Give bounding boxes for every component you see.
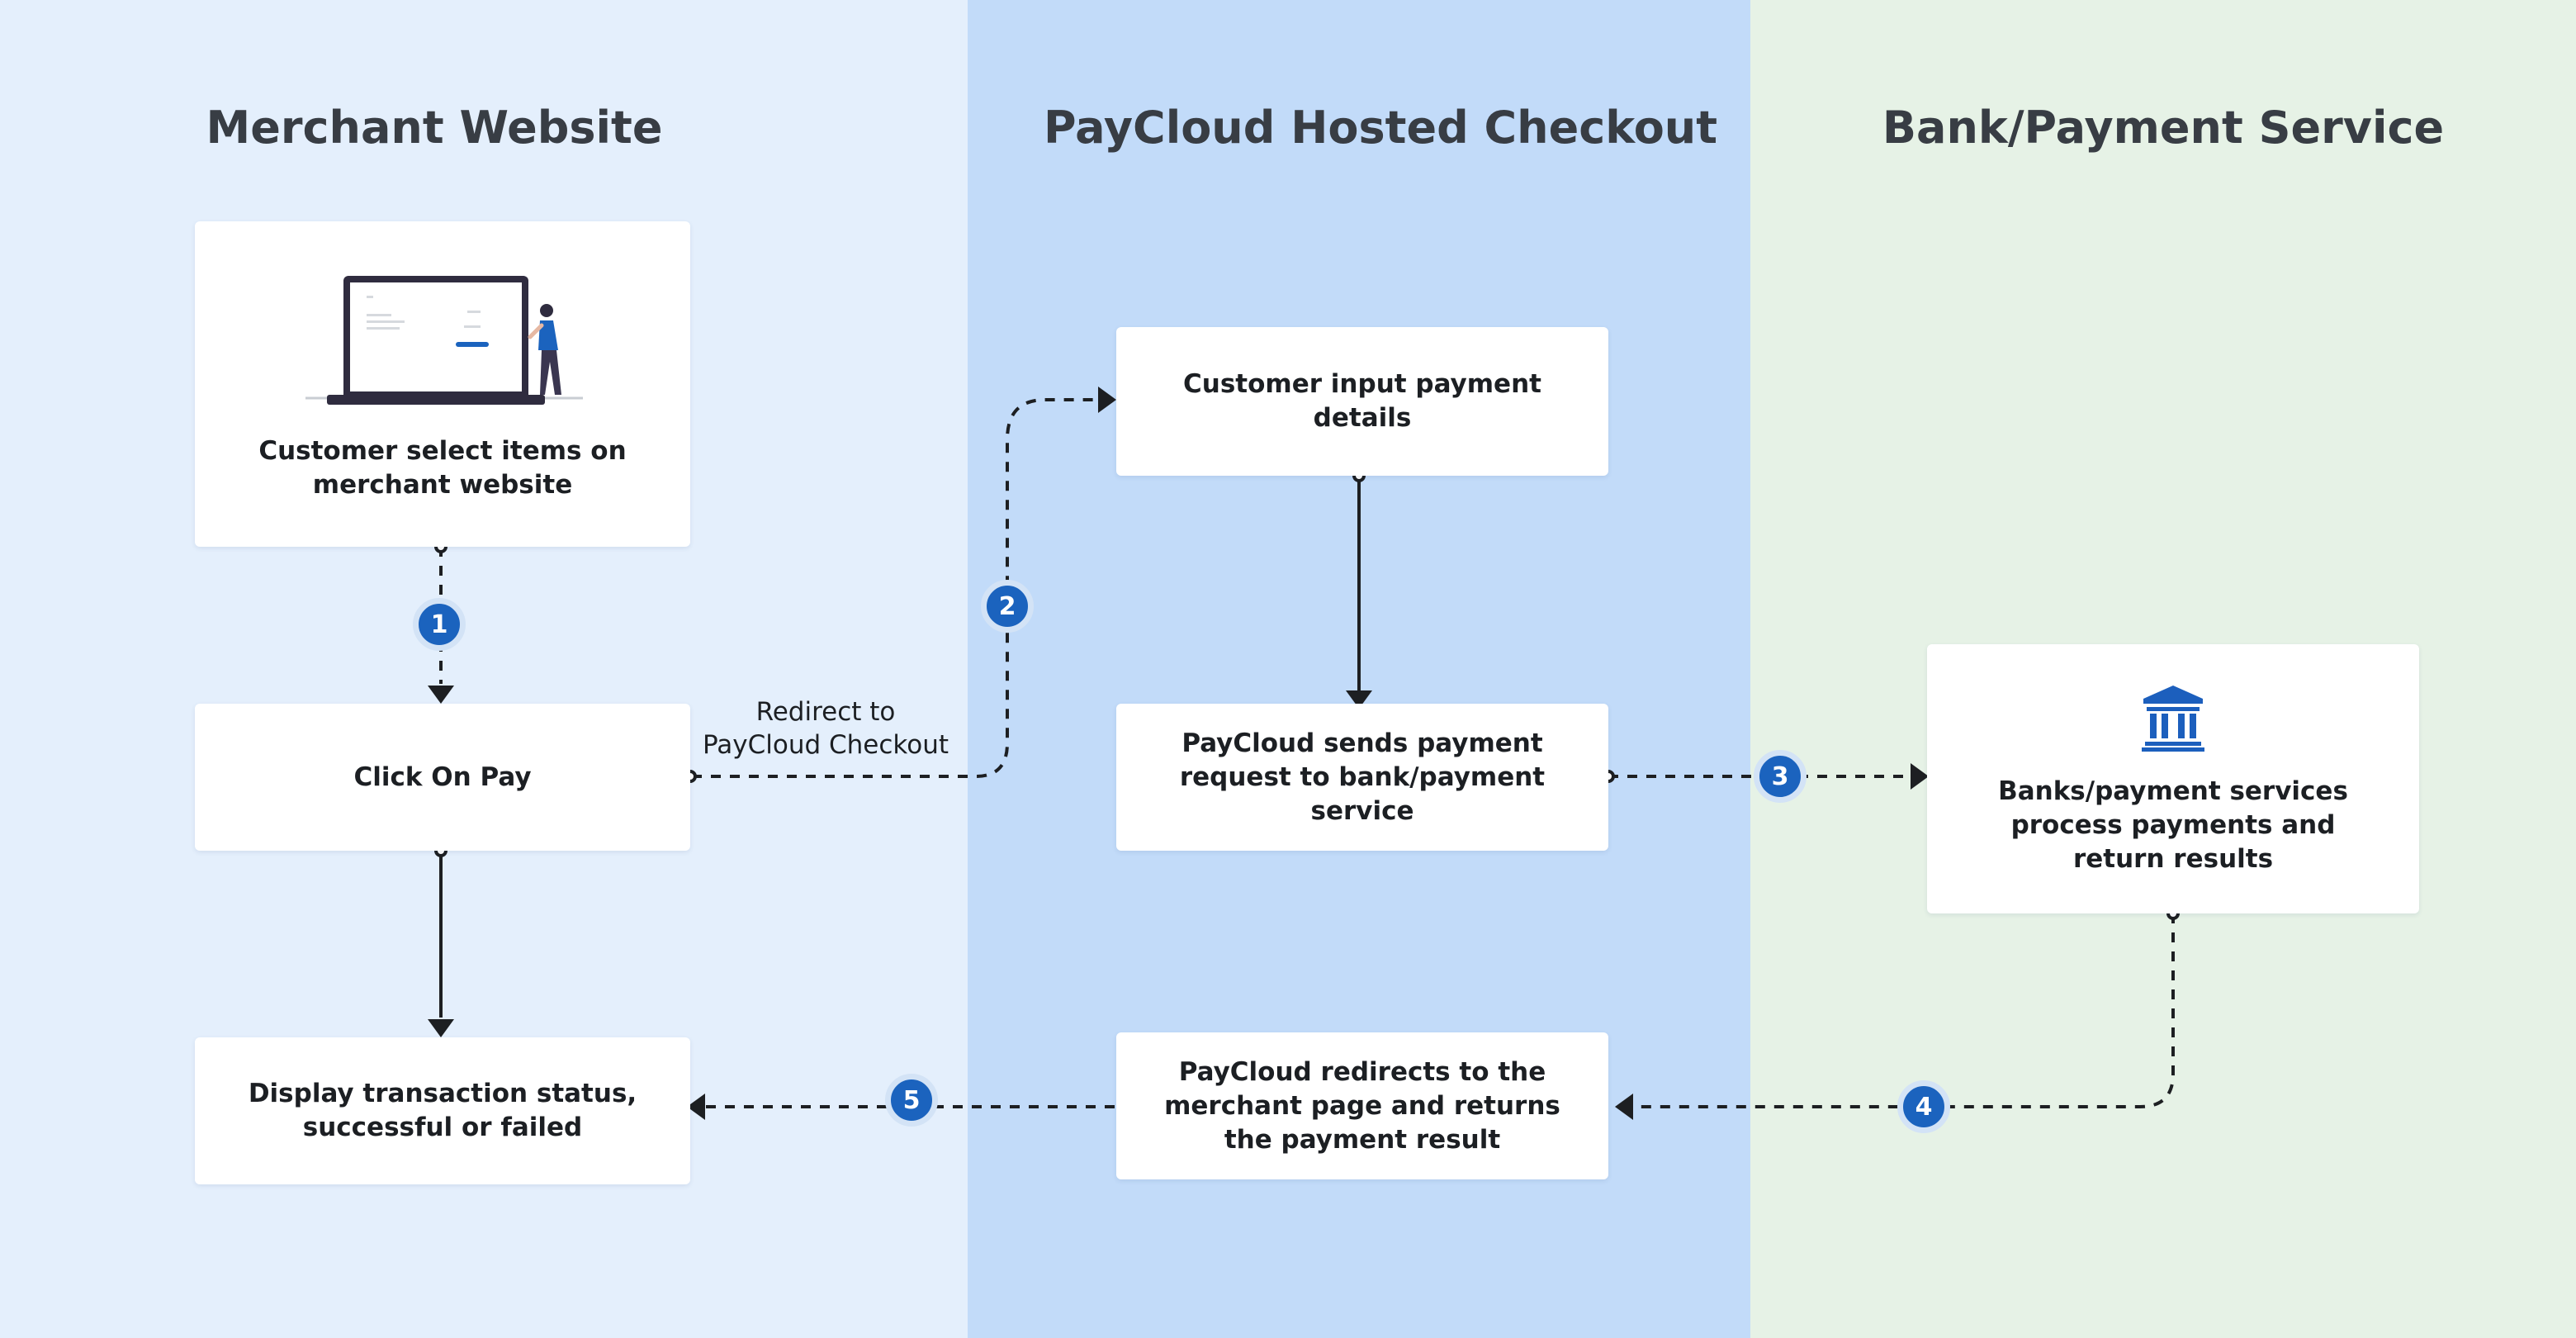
merchant-lane-title: Merchant Website [206, 102, 663, 154]
node-select-items-label: Customer select items on merchant websit… [258, 436, 627, 500]
node-display-status-label: Display transaction status, successful o… [248, 1079, 637, 1142]
node-redirect-result: PayCloud redirects to the merchant page … [1116, 1032, 1608, 1179]
connector-step-2 [692, 398, 1098, 778]
node-bank-process: Banks/payment services process payments … [1927, 644, 2419, 913]
node-click-pay-label: Click On Pay [353, 762, 532, 792]
node-send-request-label: PayCloud sends payment request to bank/p… [1179, 728, 1546, 826]
node-select-items: Customer select items on merchant websit… [195, 221, 690, 547]
arrowhead-step-3 [1911, 763, 1929, 790]
arrowhead-click-to-display [428, 1019, 454, 1037]
arrowhead-step-1 [428, 686, 454, 704]
node-click-pay: Click On Pay [195, 704, 690, 851]
node-send-request: PayCloud sends payment request to bank/p… [1116, 704, 1608, 851]
bank-building-icon [2142, 685, 2204, 752]
arrowhead-step-2 [1098, 387, 1116, 413]
paycloud-lane-title: PayCloud Hosted Checkout [1043, 102, 1718, 154]
node-redirect-result-label: PayCloud redirects to the merchant page … [1164, 1056, 1560, 1155]
node-input-details-label: Customer input payment details [1183, 369, 1541, 433]
arrowhead-step-5 [687, 1094, 705, 1120]
connector-step-4 [1631, 913, 2175, 1108]
step-badge-4: 4 [1897, 1080, 1950, 1133]
node-input-details: Customer input payment details [1116, 327, 1608, 476]
node-display-status: Display transaction status, successful o… [195, 1037, 690, 1184]
step-badge-2: 2 [981, 580, 1034, 633]
bank-lane-title: Bank/Payment Service [1882, 102, 2445, 154]
laptop-shopper-illustration [305, 276, 583, 405]
edge-label-redirect: Redirect to PayCloud Checkout [702, 697, 949, 760]
arrowhead-input-to-send [1346, 690, 1372, 709]
step-badge-5: 5 [885, 1074, 938, 1127]
step-badge-1: 1 [413, 598, 466, 651]
arrowhead-step-4 [1615, 1094, 1633, 1120]
node-bank-process-label: Banks/payment services process payments … [1998, 776, 2348, 874]
step-badge-3: 3 [1754, 750, 1807, 803]
